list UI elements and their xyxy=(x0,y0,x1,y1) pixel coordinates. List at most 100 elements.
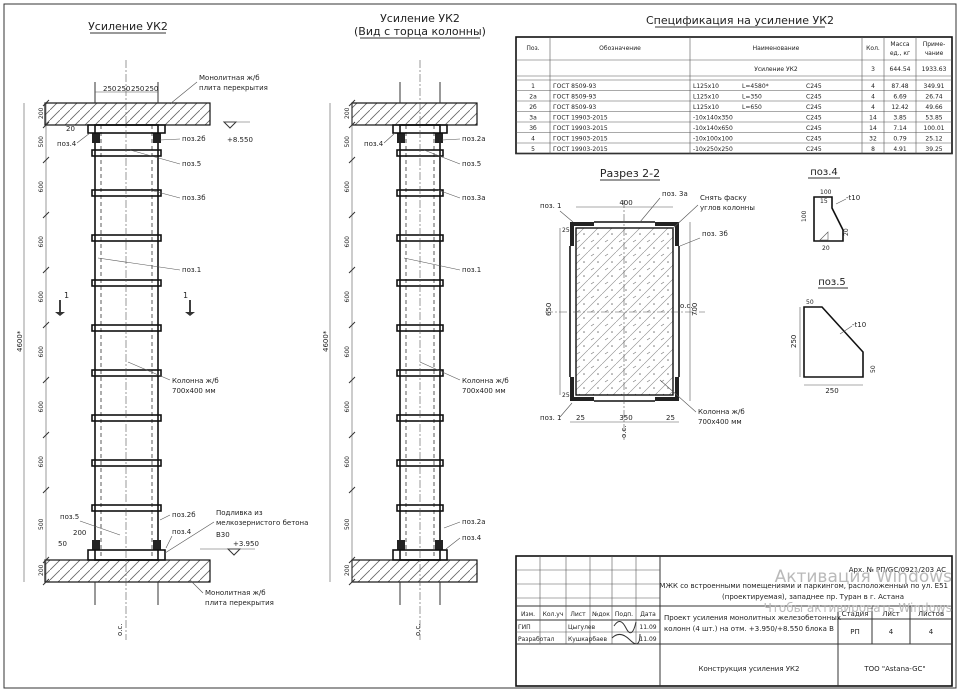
detail-pos5: поз.5 250 250 50 50 -t10 xyxy=(790,277,877,395)
battens xyxy=(91,133,162,550)
stamp-object2: колонн (4 шт.) на отм. +3.950/+8.550 бло… xyxy=(664,625,834,633)
spec-row-length: L=650 xyxy=(742,104,762,111)
spec-row-steel: С245 xyxy=(806,115,822,122)
dim-tick-2 xyxy=(42,156,50,164)
gusset-4 xyxy=(435,540,443,550)
dim-bottom-200: 200 xyxy=(73,529,86,537)
view-left-title: Усиление УК2 xyxy=(88,20,168,33)
dim-tick-6 xyxy=(348,376,356,384)
stamp-project: МЖК со встроенными помещениями и паркинг… xyxy=(659,582,948,590)
spec-row-pos: 1 xyxy=(531,83,535,90)
dim-tick-7 xyxy=(42,431,50,439)
detail-pos4: поз.4 100 15 100 20 20 -t10 xyxy=(801,167,860,252)
grout-label: Подливка из xyxy=(216,509,263,517)
dim-tick-10 xyxy=(42,578,50,586)
side-dim-3: 600 xyxy=(344,181,351,193)
section-chamfer2: углов колонны xyxy=(700,204,755,212)
stamp-col-header-4: №док xyxy=(592,611,610,618)
section-p3a: поз. 3а xyxy=(662,190,688,198)
stamp-name: Цыгулев xyxy=(568,624,596,631)
total-height-right: 4600* xyxy=(322,330,330,352)
spec-row-qty: 4 xyxy=(871,83,875,90)
spec-row-steel: С245 xyxy=(806,94,822,101)
spec-row-name: L125x10 xyxy=(693,104,719,111)
pos1-right: поз.1 xyxy=(462,266,481,274)
watermark-line2: Чтобы активировать Windows xyxy=(764,601,952,615)
section-2-2: Разрез 2-2 о.с. о.с. 400 650 700 350 25 … xyxy=(540,167,755,440)
spec-row-note: 349.91 xyxy=(924,83,945,90)
spec-row-note: 100.01 xyxy=(924,125,945,132)
dim-tick-8 xyxy=(348,486,356,494)
stamp-col-header-3: Лист xyxy=(570,611,586,618)
spec-row-mass: 6.69 xyxy=(893,94,907,101)
bottom-slab-right xyxy=(351,559,478,583)
stamp-project2: (проектируемая), западнее пр. Туран в г.… xyxy=(722,593,904,601)
side-dim-2: 500 xyxy=(344,136,351,148)
pos4-b: 15 xyxy=(820,198,828,205)
dim-tick-9 xyxy=(348,556,356,564)
column-label-right: Колонна ж/б xyxy=(462,377,509,385)
stamp-role: ГИП xyxy=(518,624,531,631)
spec-h-note1: Приме- xyxy=(923,41,946,48)
side-dim-7: 600 xyxy=(38,401,45,413)
stamp-role: Разработал xyxy=(518,636,555,643)
stamp-col-header-5: Подп. xyxy=(615,611,633,618)
gusset-1 xyxy=(397,133,405,143)
side-dim-7: 600 xyxy=(344,401,351,413)
section-title: Разрез 2-2 xyxy=(600,167,660,180)
batten-9 xyxy=(91,504,162,512)
pos4-t: -t10 xyxy=(846,194,860,202)
side-dim-5: 600 xyxy=(38,291,45,303)
spec-row-doc: ГОСТ 19903-2015 xyxy=(553,146,608,153)
spec-row-note: 49.66 xyxy=(925,104,942,111)
spec-row-doc: ГОСТ 19903-2015 xyxy=(553,125,608,132)
dim-bottom-50: 50 xyxy=(58,540,67,548)
dim-tick-9 xyxy=(42,556,50,564)
dim-tick-5 xyxy=(348,321,356,329)
spec-row-name: -10x100x100 xyxy=(693,136,733,143)
spec-row-note: 53.85 xyxy=(925,115,942,122)
batten-4 xyxy=(91,279,162,287)
side-dim-5: 600 xyxy=(344,291,351,303)
side-dim-9: 500 xyxy=(344,518,351,530)
pos4-a: 100 xyxy=(820,189,832,196)
watermark-line1: Активация Windows xyxy=(775,567,953,587)
batten-6 xyxy=(91,369,162,377)
spec-row-qty: 4 xyxy=(871,104,875,111)
slab-top-label: Монолитная ж/б xyxy=(199,74,260,82)
spec-row-doc: ГОСТ 19903-2015 xyxy=(553,136,608,143)
stamp-date: 11.09 xyxy=(639,636,656,643)
pos5-d: 50 xyxy=(870,365,877,373)
bottom-slab xyxy=(44,559,211,583)
section-column-label2: 700x400 мм xyxy=(698,418,742,426)
pos4-bottom-right: поз.4 xyxy=(462,534,482,542)
spec-h-pos: Поз. xyxy=(526,45,539,52)
spec-row-pos: 3б xyxy=(529,125,537,132)
side-dim-9: 500 xyxy=(38,518,45,530)
column-label-right2: 700x400 мм xyxy=(462,387,506,395)
gusset-3 xyxy=(397,540,405,550)
side-dim-1: 200 xyxy=(38,107,45,119)
view-right-title2: (Вид с торца колонны) xyxy=(354,25,486,38)
spec-row-note: 25.12 xyxy=(925,136,942,143)
section-mark-left: 1 xyxy=(64,291,69,300)
dim-top-3: 250 xyxy=(131,85,144,93)
section-p1: поз. 1 xyxy=(540,202,562,210)
gusset-2 xyxy=(435,133,443,143)
dim-tick-4 xyxy=(348,266,356,274)
pos5-top: поз.5 xyxy=(182,160,201,168)
spec-row-steel: С245 xyxy=(806,104,822,111)
pos5-c: 50 xyxy=(806,299,814,306)
spec-row-qty: 8 xyxy=(871,146,875,153)
stamp-stage-h: Стадия xyxy=(842,610,869,618)
stamp-code: Арх. № РП/GC/0921/203 АС xyxy=(849,566,946,574)
spec-title: Спецификация на усиление УК2 xyxy=(646,14,834,27)
spec-row-name: -10x140x350 xyxy=(693,115,733,122)
stamp-stage: РП xyxy=(850,628,860,636)
pos2b-top: поз.2б xyxy=(182,135,206,143)
spec-row-note: 39.25 xyxy=(925,146,942,153)
spec-row-doc: ГОСТ 19903-2015 xyxy=(553,115,608,122)
dim-near-top: 20 xyxy=(66,125,75,133)
axis-label-left: о.с. xyxy=(116,623,124,636)
